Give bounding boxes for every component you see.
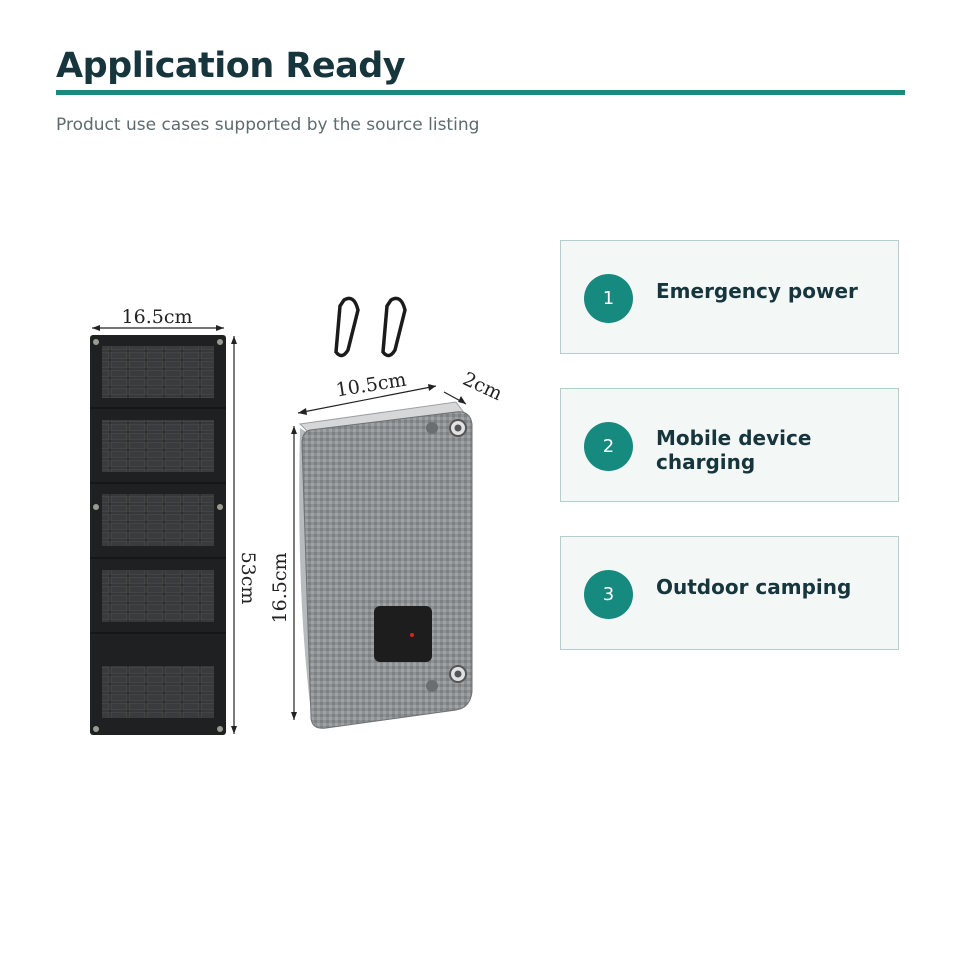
folded-panel: [298, 401, 473, 729]
page-subtitle: Product use cases supported by the sourc…: [56, 115, 480, 135]
unfolded-width-label: 16.5cm: [122, 306, 193, 328]
use-case-label: Outdoor camping: [656, 575, 852, 599]
unfolded-panel: [90, 335, 226, 735]
unfolded-length-label: 53cm: [237, 552, 259, 605]
use-case-card: 3 Outdoor camping: [560, 536, 899, 650]
folded-thickness-label: 2cm: [459, 368, 505, 405]
page-title: Application Ready: [56, 46, 406, 86]
number-badge: 1: [584, 274, 633, 323]
folded-height-label: 16.5cm: [269, 553, 291, 624]
use-case-card: 2 Mobile device charging: [560, 388, 899, 502]
use-case-card: 1 Emergency power: [560, 240, 899, 354]
use-case-label: Mobile device charging: [656, 426, 812, 474]
carabiner-icon: [334, 296, 407, 358]
number-badge: 2: [584, 422, 633, 471]
title-underline: [56, 90, 905, 95]
number-badge: 3: [584, 570, 633, 619]
use-case-label: Emergency power: [656, 279, 858, 303]
folded-width-label: 10.5cm: [334, 369, 408, 402]
product-image: 16.5cm 53cm 10.5cm: [56, 288, 520, 754]
junction-box: [374, 606, 432, 662]
